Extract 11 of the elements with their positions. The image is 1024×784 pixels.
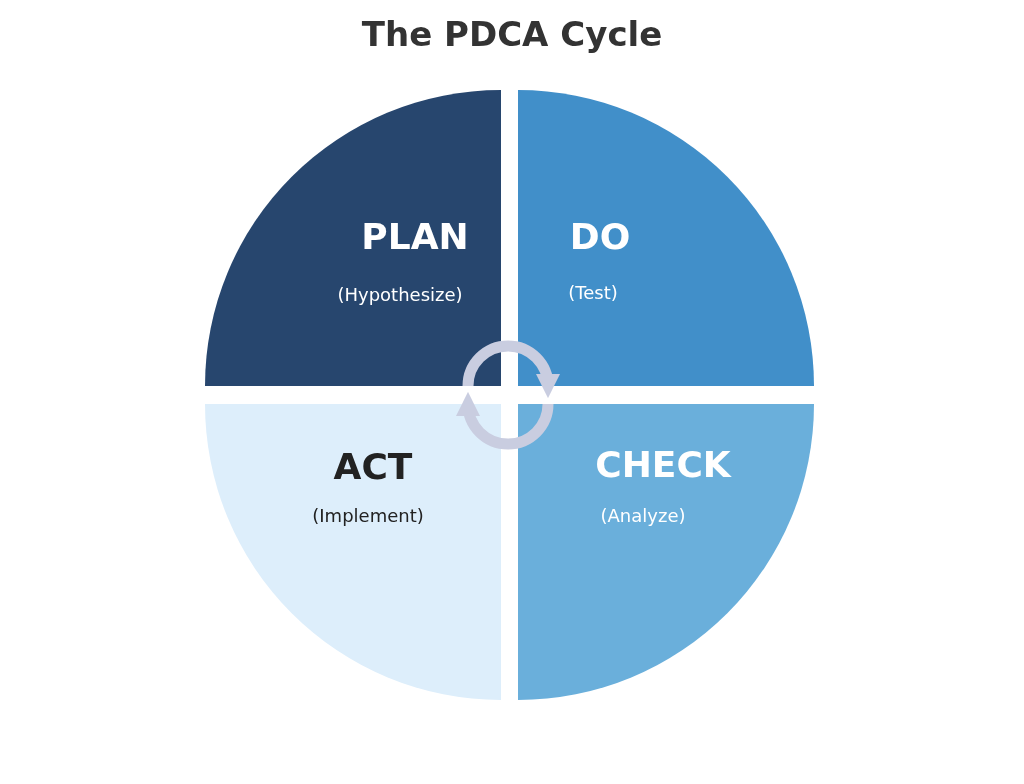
stage-heading: CHECK <box>595 444 731 485</box>
stage-heading: ACT <box>333 446 413 487</box>
stage-subtitle: (Hypothesize) <box>337 284 463 305</box>
cycle-arrow <box>456 391 554 450</box>
stage-subtitle: (Implement) <box>312 505 424 526</box>
stage-subtitle: (Test) <box>568 282 618 303</box>
stage-heading: PLAN <box>361 216 469 257</box>
cycle-arrow <box>462 340 560 399</box>
diagram-title: The PDCA Cycle <box>361 14 663 54</box>
stage-subtitle: (Analyze) <box>600 505 686 526</box>
stage-heading: DO <box>569 216 631 257</box>
